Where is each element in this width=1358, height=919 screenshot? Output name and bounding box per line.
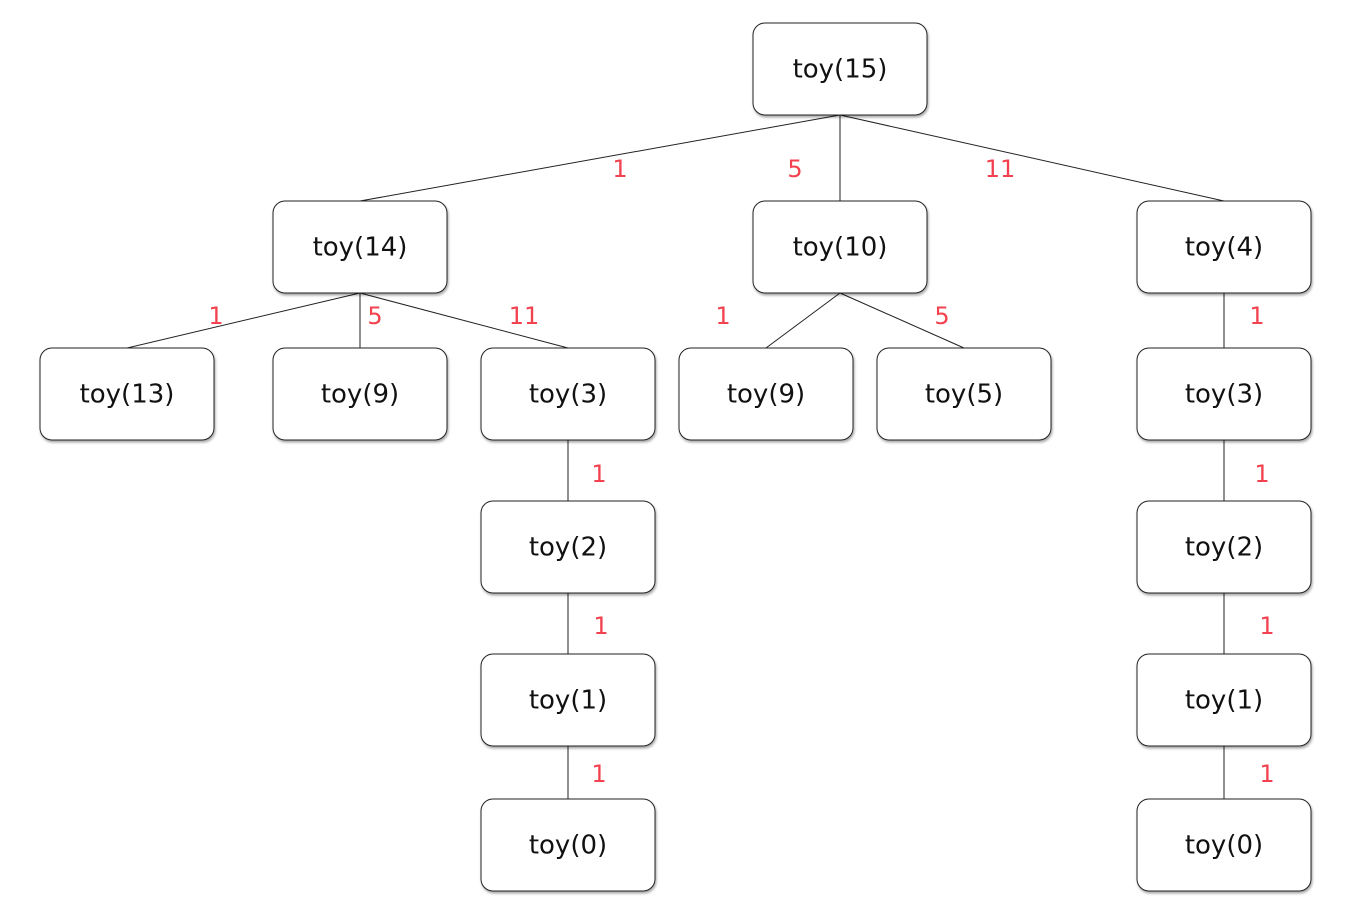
edge-weight-label: 11 xyxy=(985,155,1016,183)
edge-weight-label: 5 xyxy=(787,155,802,183)
node-box xyxy=(1136,798,1312,892)
tree-node: toy(13) xyxy=(39,347,215,441)
edge-weight-label: 5 xyxy=(934,302,949,330)
edge-weight-label: 1 xyxy=(1254,460,1269,488)
nodes-layer: toy(15) toy(14) toy(10) toy(4) toy(13) toy(9)… xyxy=(39,22,1312,892)
edge-weight-label: 1 xyxy=(612,155,627,183)
edge-weight-label: 1 xyxy=(208,302,223,330)
tree-node: toy(2) xyxy=(480,500,656,594)
node-label: toy(2) xyxy=(529,533,607,563)
node-box xyxy=(1136,347,1312,441)
node-box xyxy=(272,347,448,441)
node-box xyxy=(752,200,928,294)
node-box xyxy=(272,200,448,294)
edge-weight-label: 1 xyxy=(1249,302,1264,330)
tree-node: toy(9) xyxy=(272,347,448,441)
edge-weight-label: 1 xyxy=(715,302,730,330)
tree-node: toy(0) xyxy=(480,798,656,892)
node-label: toy(0) xyxy=(529,831,607,861)
node-box xyxy=(752,22,928,116)
node-label: toy(13) xyxy=(80,380,175,410)
node-label: toy(3) xyxy=(529,380,607,410)
node-label: toy(5) xyxy=(925,380,1003,410)
node-label: toy(15) xyxy=(793,55,888,85)
tree-node: toy(4) xyxy=(1136,200,1312,294)
edge-weight-label: 11 xyxy=(509,302,540,330)
edge-line xyxy=(126,292,361,349)
node-label: toy(0) xyxy=(1185,831,1263,861)
edge-weight-label: 1 xyxy=(1259,612,1274,640)
tree-node: toy(14) xyxy=(272,200,448,294)
tree-node: toy(10) xyxy=(752,200,928,294)
edge-line xyxy=(359,292,569,349)
tree-node: toy(15) xyxy=(752,22,928,116)
node-box xyxy=(1136,653,1312,747)
node-box xyxy=(1136,500,1312,594)
node-box xyxy=(480,347,656,441)
edges-layer xyxy=(126,114,1225,799)
edge-line xyxy=(839,114,1225,202)
edge-weight-label: 1 xyxy=(593,612,608,640)
node-box xyxy=(39,347,215,441)
tree-node: toy(0) xyxy=(1136,798,1312,892)
node-label: toy(9) xyxy=(321,380,399,410)
edge-weight-label: 5 xyxy=(367,302,382,330)
node-box xyxy=(480,500,656,594)
node-label: toy(10) xyxy=(793,233,888,263)
tree-node: toy(3) xyxy=(1136,347,1312,441)
node-box xyxy=(480,653,656,747)
tree-node: toy(2) xyxy=(1136,500,1312,594)
node-box xyxy=(480,798,656,892)
node-label: toy(3) xyxy=(1185,380,1263,410)
tree-node: toy(9) xyxy=(678,347,854,441)
node-label: toy(1) xyxy=(1185,686,1263,716)
edge-line xyxy=(765,292,841,349)
node-box xyxy=(678,347,854,441)
node-box xyxy=(876,347,1052,441)
edge-weight-label: 1 xyxy=(591,760,606,788)
tree-node: toy(1) xyxy=(480,653,656,747)
node-label: toy(14) xyxy=(313,233,408,263)
edge-weight-label: 1 xyxy=(1259,760,1274,788)
tree-node: toy(5) xyxy=(876,347,1052,441)
node-label: toy(2) xyxy=(1185,533,1263,563)
edge-line xyxy=(839,292,965,349)
node-label: toy(4) xyxy=(1185,233,1263,263)
edge-line xyxy=(359,114,841,202)
node-box xyxy=(1136,200,1312,294)
node-label: toy(9) xyxy=(727,380,805,410)
node-label: toy(1) xyxy=(529,686,607,716)
tree-node: toy(1) xyxy=(1136,653,1312,747)
tree-node: toy(3) xyxy=(480,347,656,441)
edge-weight-label: 1 xyxy=(591,460,606,488)
